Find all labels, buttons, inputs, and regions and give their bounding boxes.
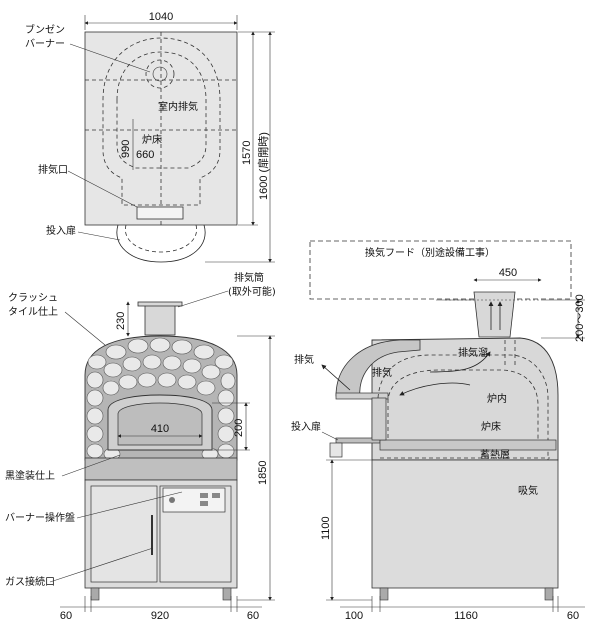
- front-width-left-dim: 60: [60, 610, 72, 622]
- inner-width-dim: 660: [136, 149, 154, 161]
- tile-label-2: タイル仕上: [8, 305, 58, 318]
- exhaust-port-label: 排気口: [38, 163, 68, 176]
- top-width-dim: 1040: [149, 11, 173, 23]
- exhaust-chamber-label: 排気溜: [458, 346, 488, 359]
- tile-label-1: クラッシュ: [8, 292, 58, 304]
- top-view: 1040 ブンゼン バーナー 室内排気 炉床 660 990 排気口 投入扉: [25, 11, 275, 263]
- loading-door-label-side: 投入扉: [291, 420, 321, 433]
- chimney-label-2: (取外可能): [228, 285, 276, 298]
- stand-height-dim: 1100: [320, 516, 332, 540]
- hood-width-dim: 450: [499, 267, 517, 279]
- burner-panel-label: バーナー操作盤: [5, 511, 75, 524]
- hood-gap-dim: 200～300: [574, 294, 586, 342]
- black-paint-label: 黒塗装仕上: [5, 469, 55, 482]
- opening-height-dim: 200: [233, 419, 245, 437]
- side-width-main-dim: 1160: [454, 610, 478, 622]
- furnace-inside-label: 炉内: [487, 392, 507, 405]
- hood-label: 換気フード（別途設備工事）: [365, 246, 495, 259]
- side-base: [371, 459, 559, 589]
- top-height-dim: 1570: [241, 141, 253, 165]
- inner-depth-dim: 990: [120, 140, 132, 158]
- total-height-dim: 1850: [257, 461, 269, 485]
- front-view: 排気筒 (取外可能) 230 410: [5, 271, 276, 622]
- hearth-label-side: 炉床: [481, 420, 501, 433]
- ventilation-hood: [309, 240, 572, 300]
- gas-label: ガス接続口: [5, 575, 55, 588]
- chimney-label-1: 排気筒: [234, 271, 264, 284]
- front-width-main-dim: 920: [151, 610, 169, 622]
- intake-label: 吸気: [518, 484, 538, 497]
- crushed-tile-pattern: [86, 337, 236, 461]
- loading-door-label-top: 投入扉: [46, 224, 76, 237]
- hearth-label-top: 炉床: [142, 133, 162, 146]
- top-height-door-dim: 1600 (扉開時): [257, 132, 270, 200]
- heat-layer-label: 蓄熱層: [480, 448, 510, 461]
- exhaust-out-label: 排気: [294, 353, 314, 366]
- opening-width-dim: 410: [151, 423, 169, 435]
- side-width-left-dim: 100: [345, 610, 363, 622]
- side-view: 換気フード（別途設備工事） 450 200～300: [291, 240, 586, 622]
- front-width-right-dim: 60: [247, 610, 259, 622]
- burner-label-2: バーナー: [25, 38, 65, 50]
- exhaust-indoor-label: 室内排気: [158, 100, 198, 113]
- chimney-height-dim: 230: [115, 312, 127, 330]
- side-width-right-dim: 60: [567, 610, 579, 622]
- exhaust-in-label: 排気: [372, 366, 392, 379]
- burner-label-1: ブンゼン: [25, 23, 65, 36]
